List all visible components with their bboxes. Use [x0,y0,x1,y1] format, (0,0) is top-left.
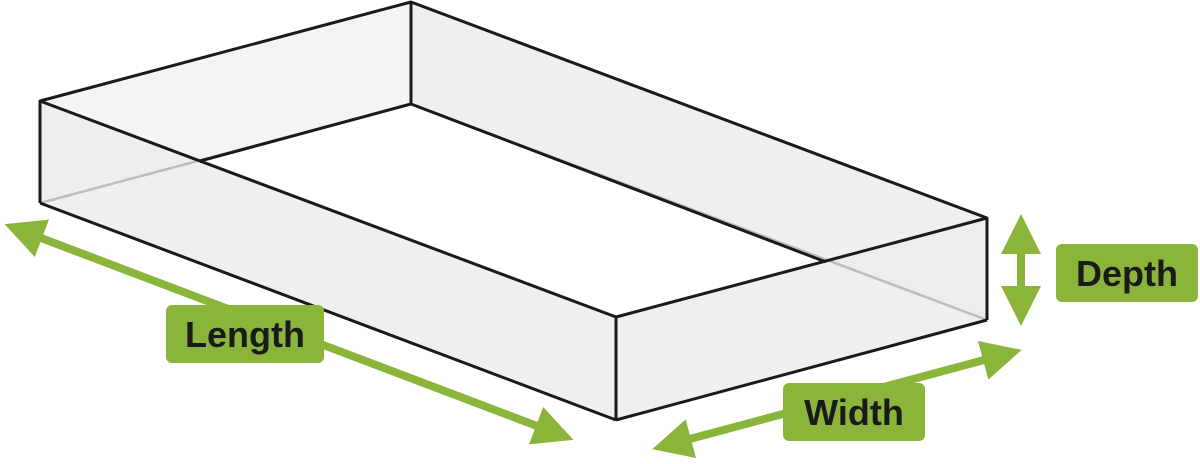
depth-label-text: Depth [1076,253,1178,294]
length-label-badge [166,305,324,363]
width-label-badge [783,383,925,441]
tray-right-inner-wall [411,2,987,320]
depth-label: Depth [1056,244,1198,302]
width-label-text: Width [804,392,904,433]
inner-rim-left [199,102,412,163]
inner-rim-right [410,102,827,264]
length-label: Length [166,305,324,363]
width-label: Width [783,383,925,441]
length-label-text: Length [185,314,305,355]
depth-label-badge [1056,244,1198,302]
